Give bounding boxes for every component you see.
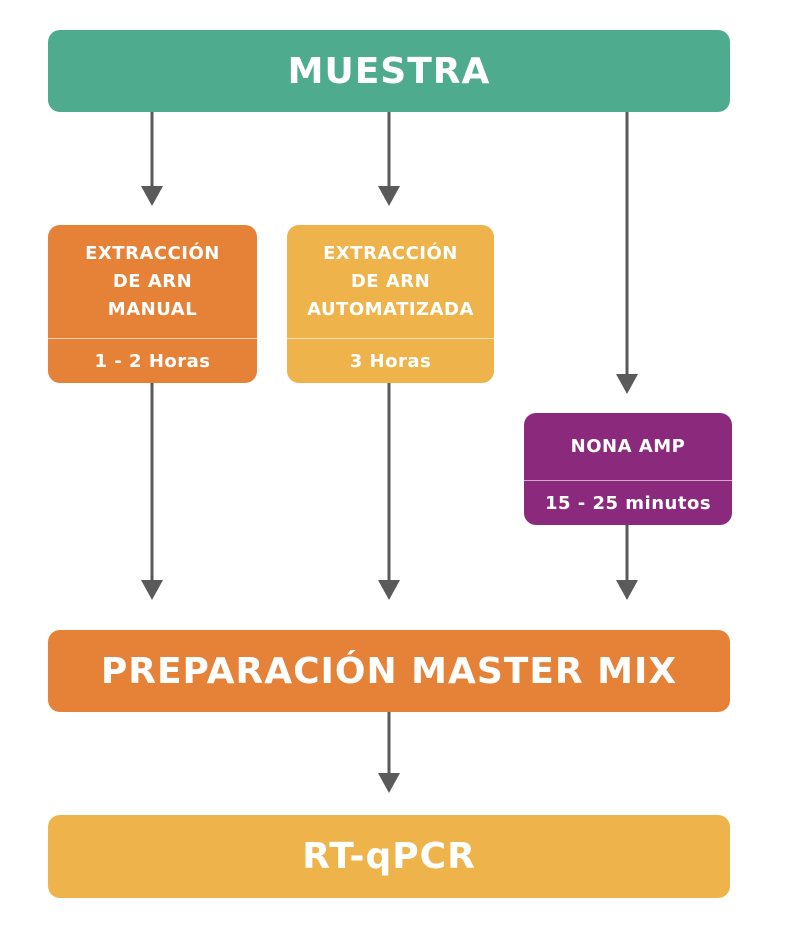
arrow-auto-to-master [378, 383, 400, 600]
nona-amp-box: NONA AMP 15 - 25 minutos [524, 413, 732, 525]
manual-divider [48, 338, 257, 339]
nona-divider [524, 480, 732, 481]
nona-amp-title: NONA AMP [570, 435, 686, 457]
automated-extraction-title: EXTRACCIÓN DE ARN AUTOMATIZADA [287, 225, 494, 338]
auto-divider [287, 338, 494, 339]
arrow-nona-to-master [616, 525, 638, 600]
auto-title-line-2: DE ARN [350, 270, 431, 292]
muestra-label: MUESTRA [287, 50, 491, 92]
muestra-box: MUESTRA [48, 30, 730, 112]
automated-extraction-box: EXTRACCIÓN DE ARN AUTOMATIZADA 3 Horas [287, 225, 494, 383]
manual-title-line-2: DE ARN [112, 270, 193, 292]
manual-title-line-3: MANUAL [107, 298, 198, 320]
automated-extraction-time: 3 Horas [349, 350, 432, 372]
rt-qpcr-label: RT-qPCR [302, 836, 476, 877]
manual-title-line-1: EXTRACCIÓN [85, 242, 220, 264]
arrow-master-to-rtpcr [378, 712, 400, 793]
rt-qpcr-box: RT-qPCR [48, 815, 730, 898]
arrow-muestra-to-manual [141, 112, 163, 206]
arrow-muestra-to-auto [378, 112, 400, 206]
arrow-muestra-to-nona [616, 112, 638, 394]
auto-title-line-1: EXTRACCIÓN [323, 242, 458, 264]
master-mix-label: PREPARACIÓN MASTER MIX [100, 650, 678, 692]
nona-amp-time: 15 - 25 minutos [544, 492, 712, 514]
master-mix-box: PREPARACIÓN MASTER MIX [48, 630, 730, 712]
manual-extraction-title: EXTRACCIÓN DE ARN MANUAL [48, 225, 257, 338]
arrow-manual-to-master [141, 383, 163, 600]
auto-title-line-3: AUTOMATIZADA [307, 298, 474, 320]
manual-extraction-time: 1 - 2 Horas [94, 350, 211, 372]
manual-extraction-box: EXTRACCIÓN DE ARN MANUAL 1 - 2 Horas [48, 225, 257, 383]
